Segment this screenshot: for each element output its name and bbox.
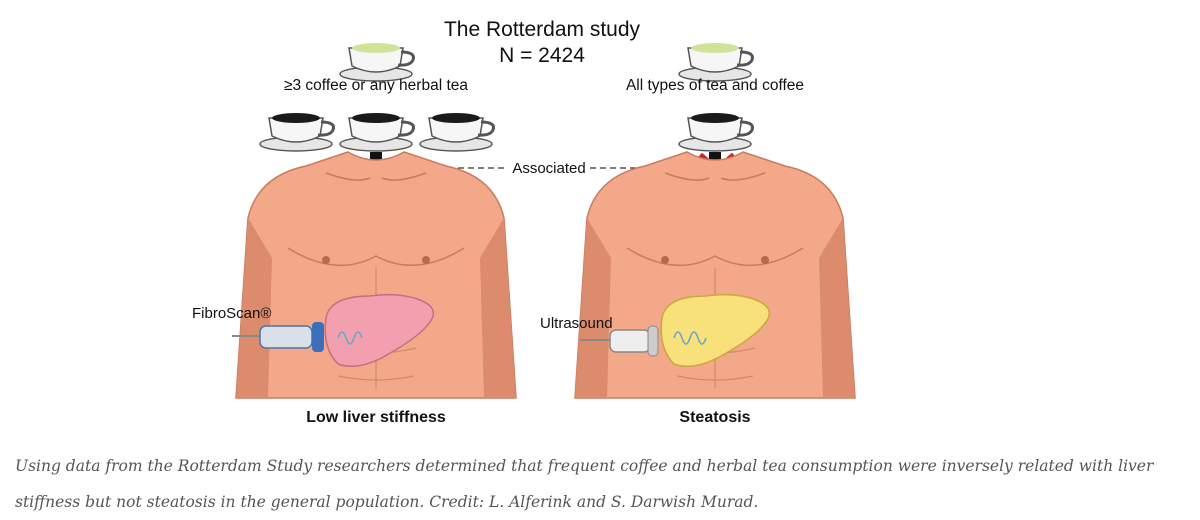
coffee-cup-icon bbox=[418, 113, 495, 153]
diagram-title: The Rotterdam study bbox=[444, 18, 641, 41]
right-liver bbox=[660, 293, 771, 367]
right-torso bbox=[574, 151, 856, 399]
study-diagram: The Rotterdam study N = 2424 ≥3 coffee o… bbox=[192, 18, 856, 426]
tea-cup-icon bbox=[677, 43, 754, 83]
figure-caption: Using data from the Rotterdam Study rese… bbox=[15, 457, 1154, 511]
ultrasound-probe bbox=[580, 325, 659, 357]
sample-size: N = 2424 bbox=[499, 44, 585, 67]
left-outcome-label: Low liver stiffness bbox=[306, 409, 446, 426]
coffee-cup-icon bbox=[677, 113, 754, 153]
left-liver bbox=[324, 293, 435, 367]
coffee-cup-icon bbox=[258, 113, 335, 153]
fibroscan-probe bbox=[232, 322, 324, 352]
right-group-label: All types of tea and coffee bbox=[626, 77, 804, 94]
fibroscan-label: FibroScan® bbox=[192, 305, 271, 322]
herbal-tea-cup-icon bbox=[338, 43, 415, 83]
left-group-label: ≥3 coffee or any herbal tea bbox=[284, 77, 468, 94]
association-label: Associated bbox=[512, 160, 585, 177]
coffee-cup-icon bbox=[338, 113, 415, 153]
right-outcome-label: Steatosis bbox=[679, 409, 750, 426]
ultrasound-label: Ultrasound bbox=[540, 315, 613, 332]
